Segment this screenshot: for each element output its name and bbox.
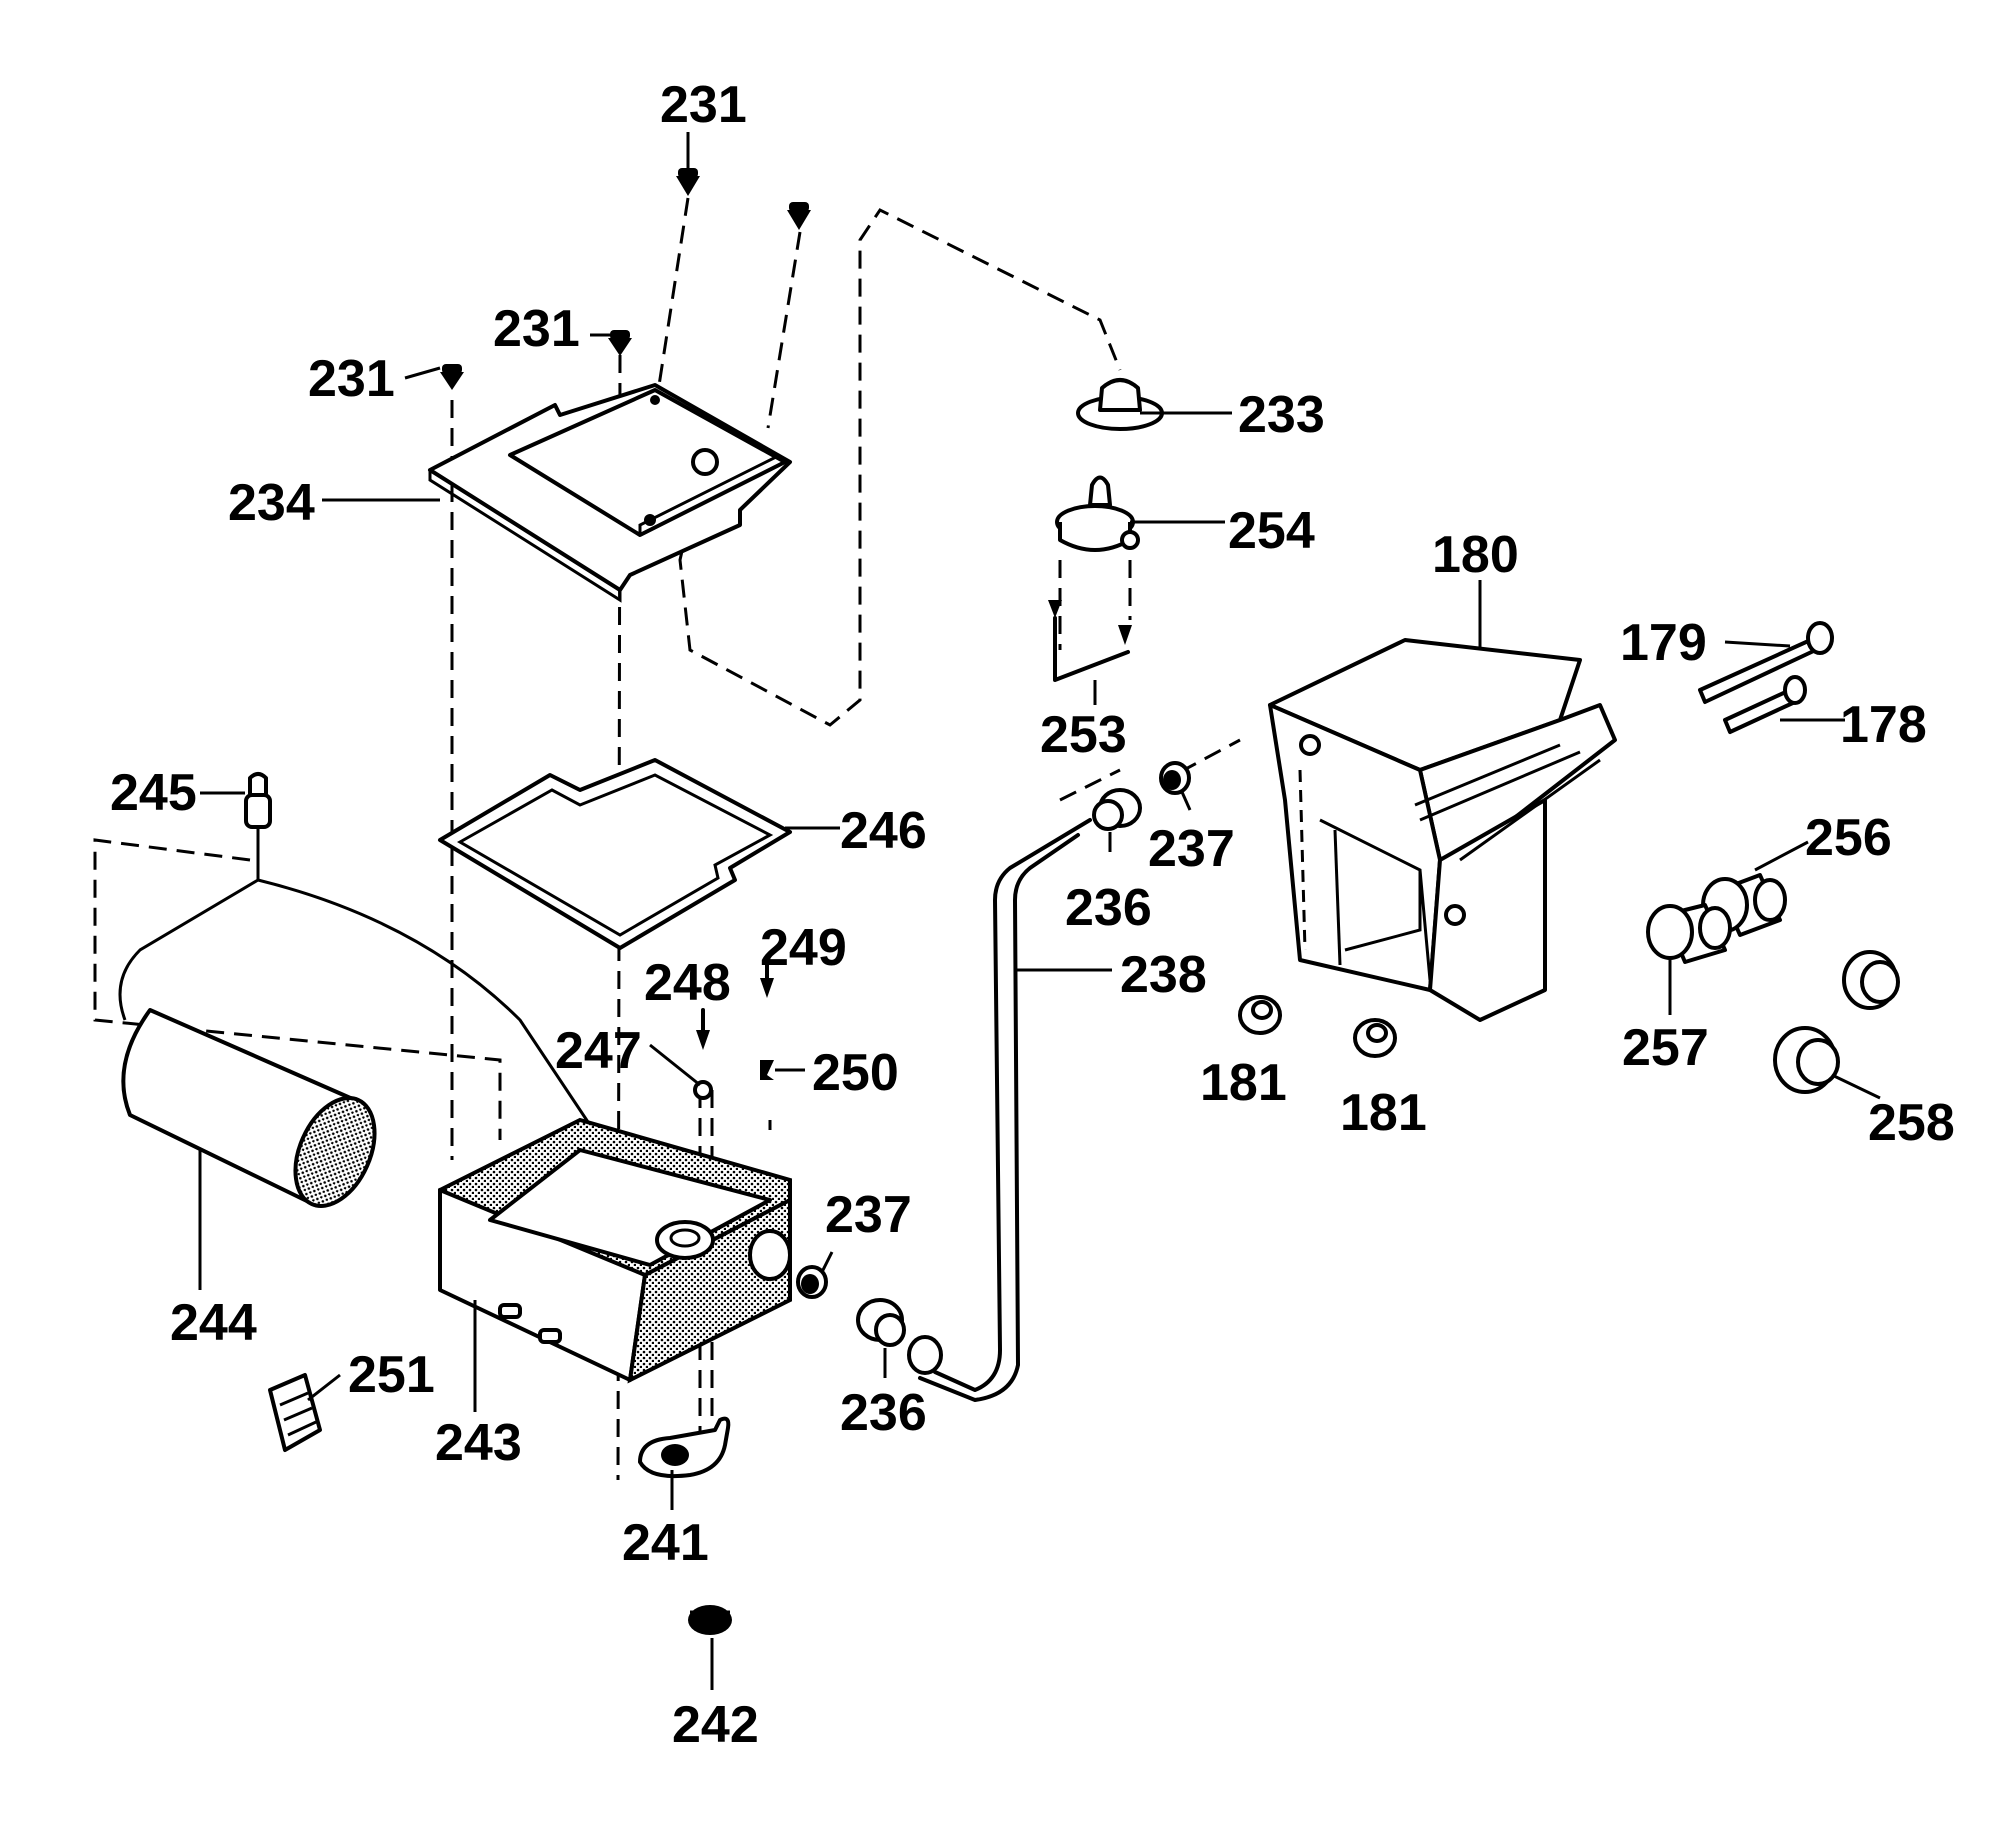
callout-179: 179 <box>1620 614 1707 672</box>
fitting-236-lower <box>856 1298 906 1347</box>
callout-257: 257 <box>1622 1019 1709 1077</box>
callout-258: 258 <box>1868 1094 1955 1152</box>
cover-plate-234 <box>428 383 792 603</box>
box-243 <box>438 1117 792 1384</box>
callout-254: 254 <box>1228 502 1315 560</box>
callout-253: 253 <box>1040 706 1127 764</box>
callout-181-right: 181 <box>1340 1084 1427 1142</box>
callout-248: 248 <box>644 954 731 1012</box>
callout-237-upper: 237 <box>1148 820 1235 878</box>
housing-180 <box>1268 638 1617 1022</box>
callout-236-upper: 236 <box>1065 879 1152 937</box>
callout-242: 242 <box>672 1696 759 1754</box>
callout-251: 251 <box>348 1346 435 1404</box>
callout-241: 241 <box>622 1514 709 1572</box>
callout-237-lower: 237 <box>825 1186 912 1244</box>
callout-246: 246 <box>840 802 927 860</box>
knob-257 <box>1646 903 1732 964</box>
nut-242 <box>688 1605 732 1635</box>
clip-253 <box>1048 600 1132 682</box>
callout-231-top: 231 <box>660 76 747 134</box>
leader-lines <box>198 132 1881 1690</box>
callout-247: 247 <box>555 1022 642 1080</box>
nut-181-right <box>1353 1018 1397 1058</box>
terminal-245 <box>118 772 602 1141</box>
nut-181-left <box>1238 995 1282 1035</box>
callout-labels: 231 231 231 234 233 254 180 179 178 253 … <box>110 76 1955 1754</box>
grommet-237-upper <box>1159 761 1191 795</box>
hose-238 <box>907 818 1092 1402</box>
callout-236-lower: 236 <box>840 1384 927 1442</box>
screw-178 <box>1723 675 1807 734</box>
callout-234: 234 <box>228 474 315 532</box>
grommet-237-lower <box>796 1265 828 1299</box>
callout-233: 233 <box>1238 386 1325 444</box>
small-parts-247-250 <box>693 958 774 1100</box>
gasket-246 <box>438 758 792 950</box>
callout-180: 180 <box>1432 526 1519 584</box>
fitting-236-upper <box>1092 788 1142 831</box>
cap-258 <box>1773 950 1900 1094</box>
callout-178: 178 <box>1840 696 1927 754</box>
cap-233 <box>1076 378 1164 431</box>
callout-231-middle: 231 <box>493 300 580 358</box>
callout-245: 245 <box>110 764 197 822</box>
callout-243: 243 <box>435 1414 522 1472</box>
callout-244: 244 <box>170 1294 257 1352</box>
screw-231-top <box>676 168 700 196</box>
connector-251 <box>268 1373 322 1452</box>
screw-179 <box>1698 621 1834 704</box>
callout-181-left: 181 <box>1200 1054 1287 1112</box>
bracket-241 <box>638 1416 731 1479</box>
switch-254 <box>1055 475 1140 552</box>
callout-249: 249 <box>760 919 847 977</box>
callout-250: 250 <box>812 1044 899 1102</box>
callout-256: 256 <box>1805 809 1892 867</box>
capacitor-244 <box>121 1008 377 1208</box>
screw-231-middle <box>608 330 632 356</box>
screw-231-right <box>787 202 811 230</box>
callout-238: 238 <box>1120 946 1207 1004</box>
callout-231-left: 231 <box>308 350 395 408</box>
screw-231-left <box>440 364 464 390</box>
